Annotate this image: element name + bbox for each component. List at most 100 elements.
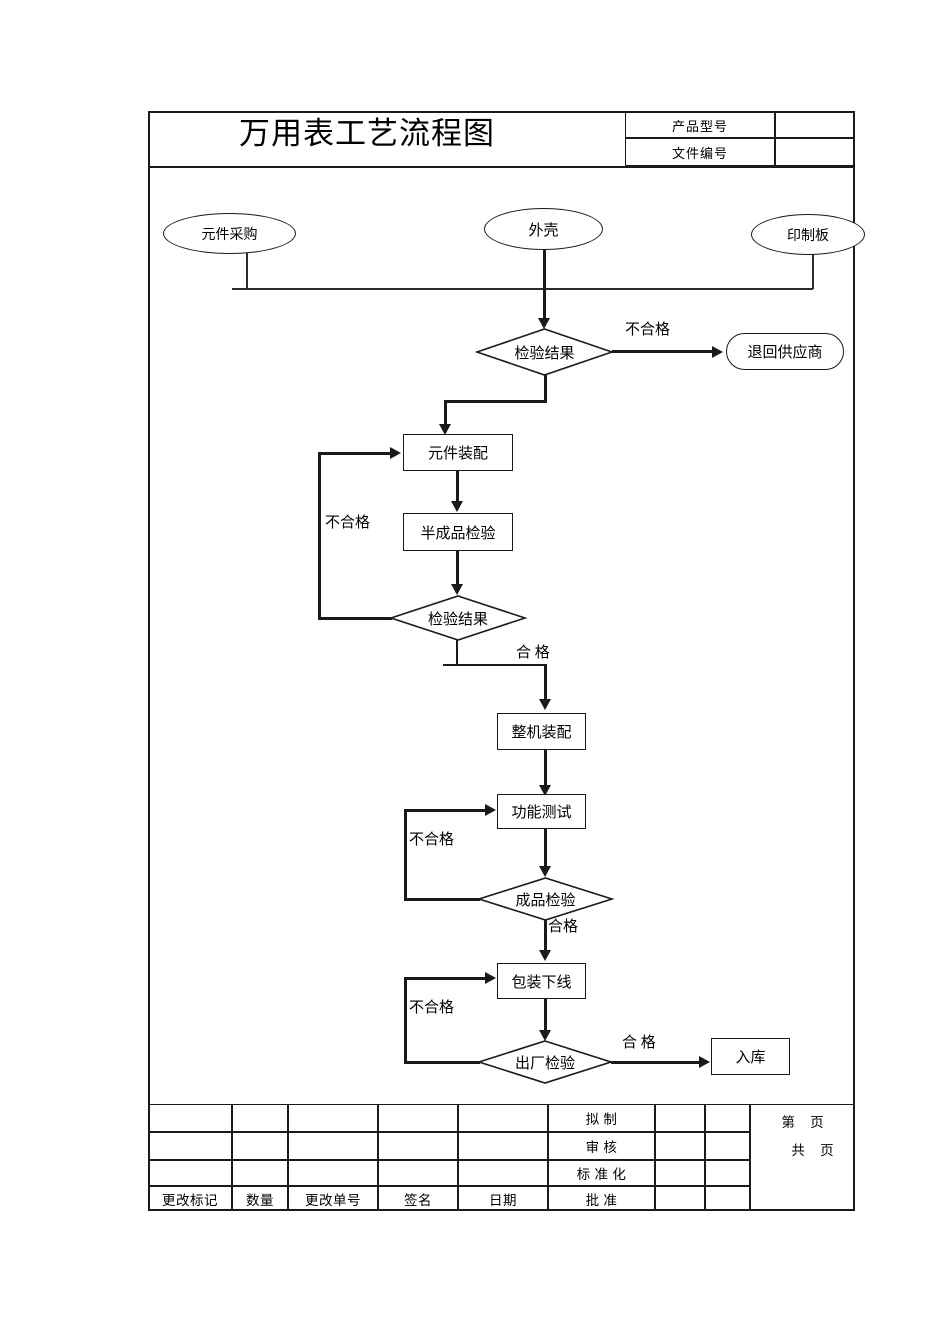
node-label: 印制板 bbox=[787, 228, 829, 244]
change-cell-r3c3[interactable] bbox=[288, 1160, 378, 1186]
node-label: 整机装配 bbox=[511, 725, 572, 741]
arrow-into-return-supplier bbox=[712, 346, 723, 358]
change-cell-r3c1[interactable] bbox=[148, 1160, 232, 1186]
diamond-shape bbox=[474, 328, 615, 376]
approval-name-standardized[interactable] bbox=[655, 1160, 705, 1186]
line-full-assembly-to-test bbox=[544, 750, 547, 788]
line-fail-3-right bbox=[404, 809, 492, 812]
approval-date-approved[interactable] bbox=[705, 1186, 750, 1211]
line-pass-2-down bbox=[456, 639, 458, 666]
approval-label-standardized: 标 准 化 bbox=[548, 1160, 655, 1186]
approval-date-reviewed[interactable] bbox=[705, 1132, 750, 1160]
change-cell-r1c3[interactable] bbox=[288, 1104, 378, 1132]
node-label: 元件采购 bbox=[201, 227, 258, 243]
node-packaging-offline[interactable]: 包装下线 bbox=[497, 963, 586, 999]
change-cell-r1c1[interactable] bbox=[148, 1104, 232, 1132]
frame-left-line bbox=[148, 111, 150, 1211]
node-label: 检验结果 bbox=[514, 345, 575, 362]
change-cell-r2c4[interactable] bbox=[378, 1132, 458, 1160]
node-factory-inspection[interactable]: 出厂检验 bbox=[476, 1040, 614, 1084]
node-component-purchase[interactable]: 元件采购 bbox=[163, 213, 296, 254]
line-fail-2-left bbox=[318, 617, 392, 620]
edge-label-fail-4: 不合格 bbox=[409, 1000, 455, 1016]
line-pass-2-into-full-assembly bbox=[544, 664, 547, 702]
diamond-shape bbox=[476, 1040, 614, 1084]
change-header-date: 日期 bbox=[458, 1186, 548, 1211]
line-purchase-down bbox=[246, 250, 248, 289]
change-cell-r2c3[interactable] bbox=[288, 1132, 378, 1160]
line-fail-4-left bbox=[404, 1061, 480, 1064]
header-value-doc-number[interactable] bbox=[775, 138, 855, 166]
line-test-to-finished-inspection bbox=[544, 829, 547, 869]
line-fail-1 bbox=[612, 350, 717, 353]
node-label: 外壳 bbox=[528, 222, 559, 239]
node-function-test[interactable]: 功能测试 bbox=[497, 794, 586, 829]
page-count-block: 第 页 共 页 bbox=[750, 1104, 855, 1211]
node-full-assembly[interactable]: 整机装配 bbox=[497, 713, 586, 750]
header-label-product-model: 产品型号 bbox=[625, 112, 775, 138]
node-inspection-result-1[interactable]: 检验结果 bbox=[474, 328, 615, 376]
node-label: 入库 bbox=[735, 1050, 766, 1066]
change-cell-r2c1[interactable] bbox=[148, 1132, 232, 1160]
line-pass-2-bar bbox=[443, 664, 546, 666]
edge-label-fail-2: 不合格 bbox=[325, 515, 371, 531]
line-shell-down bbox=[543, 250, 546, 323]
arrow-into-inspection-1 bbox=[538, 318, 550, 329]
node-printed-board[interactable]: 印制板 bbox=[751, 214, 865, 255]
approval-label-reviewed: 审 核 bbox=[548, 1132, 655, 1160]
line-fail-2-up bbox=[318, 452, 321, 619]
node-inspection-result-2[interactable]: 检验结果 bbox=[388, 595, 528, 641]
arrow-into-factory-inspection bbox=[539, 1030, 551, 1041]
edge-label-fail-1: 不合格 bbox=[625, 322, 671, 338]
arrow-fail-2-into-assembly bbox=[390, 447, 401, 459]
line-printed-board-down bbox=[812, 252, 814, 289]
edge-label-fail-3: 不合格 bbox=[409, 832, 455, 848]
change-cell-r3c4[interactable] bbox=[378, 1160, 458, 1186]
change-cell-r2c2[interactable] bbox=[232, 1132, 288, 1160]
header-value-product-model[interactable] bbox=[775, 112, 855, 138]
header-label-doc-number: 文件编号 bbox=[625, 138, 775, 166]
arrow-into-finished-inspection bbox=[539, 866, 551, 877]
approval-name-reviewed[interactable] bbox=[655, 1132, 705, 1160]
line-pass-1-left bbox=[444, 400, 547, 403]
page-current-label: 第 页 bbox=[781, 1115, 830, 1130]
change-cell-r1c5[interactable] bbox=[458, 1104, 548, 1132]
change-cell-r2c5[interactable] bbox=[458, 1132, 548, 1160]
node-warehouse[interactable]: 入库 bbox=[711, 1038, 790, 1075]
node-component-assembly[interactable]: 元件装配 bbox=[403, 434, 513, 471]
arrow-into-inspection-2 bbox=[451, 584, 463, 595]
approval-name-approved[interactable] bbox=[655, 1186, 705, 1211]
change-cell-r3c5[interactable] bbox=[458, 1160, 548, 1186]
node-semi-product-inspection[interactable]: 半成品检验 bbox=[403, 513, 513, 551]
arrow-fail-3-into-function-test bbox=[485, 804, 496, 816]
frame-right-line bbox=[853, 111, 855, 1211]
edge-label-pass-3: 合 格 bbox=[622, 1035, 656, 1051]
change-cell-r1c2[interactable] bbox=[232, 1104, 288, 1132]
node-finished-inspection[interactable]: 成品检验 bbox=[476, 877, 615, 921]
change-header-quantity: 数量 bbox=[232, 1186, 288, 1211]
arrow-into-warehouse bbox=[699, 1056, 710, 1068]
arrow-into-semi-inspection bbox=[451, 501, 463, 512]
merge-bar bbox=[232, 288, 813, 290]
page-title: 万用表工艺流程图 bbox=[239, 116, 495, 151]
approval-name-drafted[interactable] bbox=[655, 1104, 705, 1132]
approval-date-standardized[interactable] bbox=[705, 1160, 750, 1186]
node-label: 退回供应商 bbox=[747, 345, 823, 361]
line-fail-2-right bbox=[318, 452, 392, 455]
approval-label-approved: 批 准 bbox=[548, 1186, 655, 1211]
approval-label-drafted: 拟 制 bbox=[548, 1104, 655, 1132]
diamond-shape bbox=[388, 595, 528, 641]
node-label: 出厂检验 bbox=[514, 1055, 575, 1072]
node-return-supplier[interactable]: 退回供应商 bbox=[726, 333, 844, 370]
change-cell-r1c4[interactable] bbox=[378, 1104, 458, 1132]
change-cell-r3c2[interactable] bbox=[232, 1160, 288, 1186]
node-label: 成品检验 bbox=[515, 892, 576, 909]
node-label: 包装下线 bbox=[511, 974, 572, 991]
edge-label-pass-2: 合格 bbox=[548, 919, 579, 935]
line-packaging-to-factory-inspection bbox=[544, 999, 547, 1034]
frame-title-divider bbox=[148, 166, 855, 168]
line-pass-4-right bbox=[611, 1061, 704, 1064]
node-shell[interactable]: 外壳 bbox=[484, 208, 603, 250]
approval-date-drafted[interactable] bbox=[705, 1104, 750, 1132]
